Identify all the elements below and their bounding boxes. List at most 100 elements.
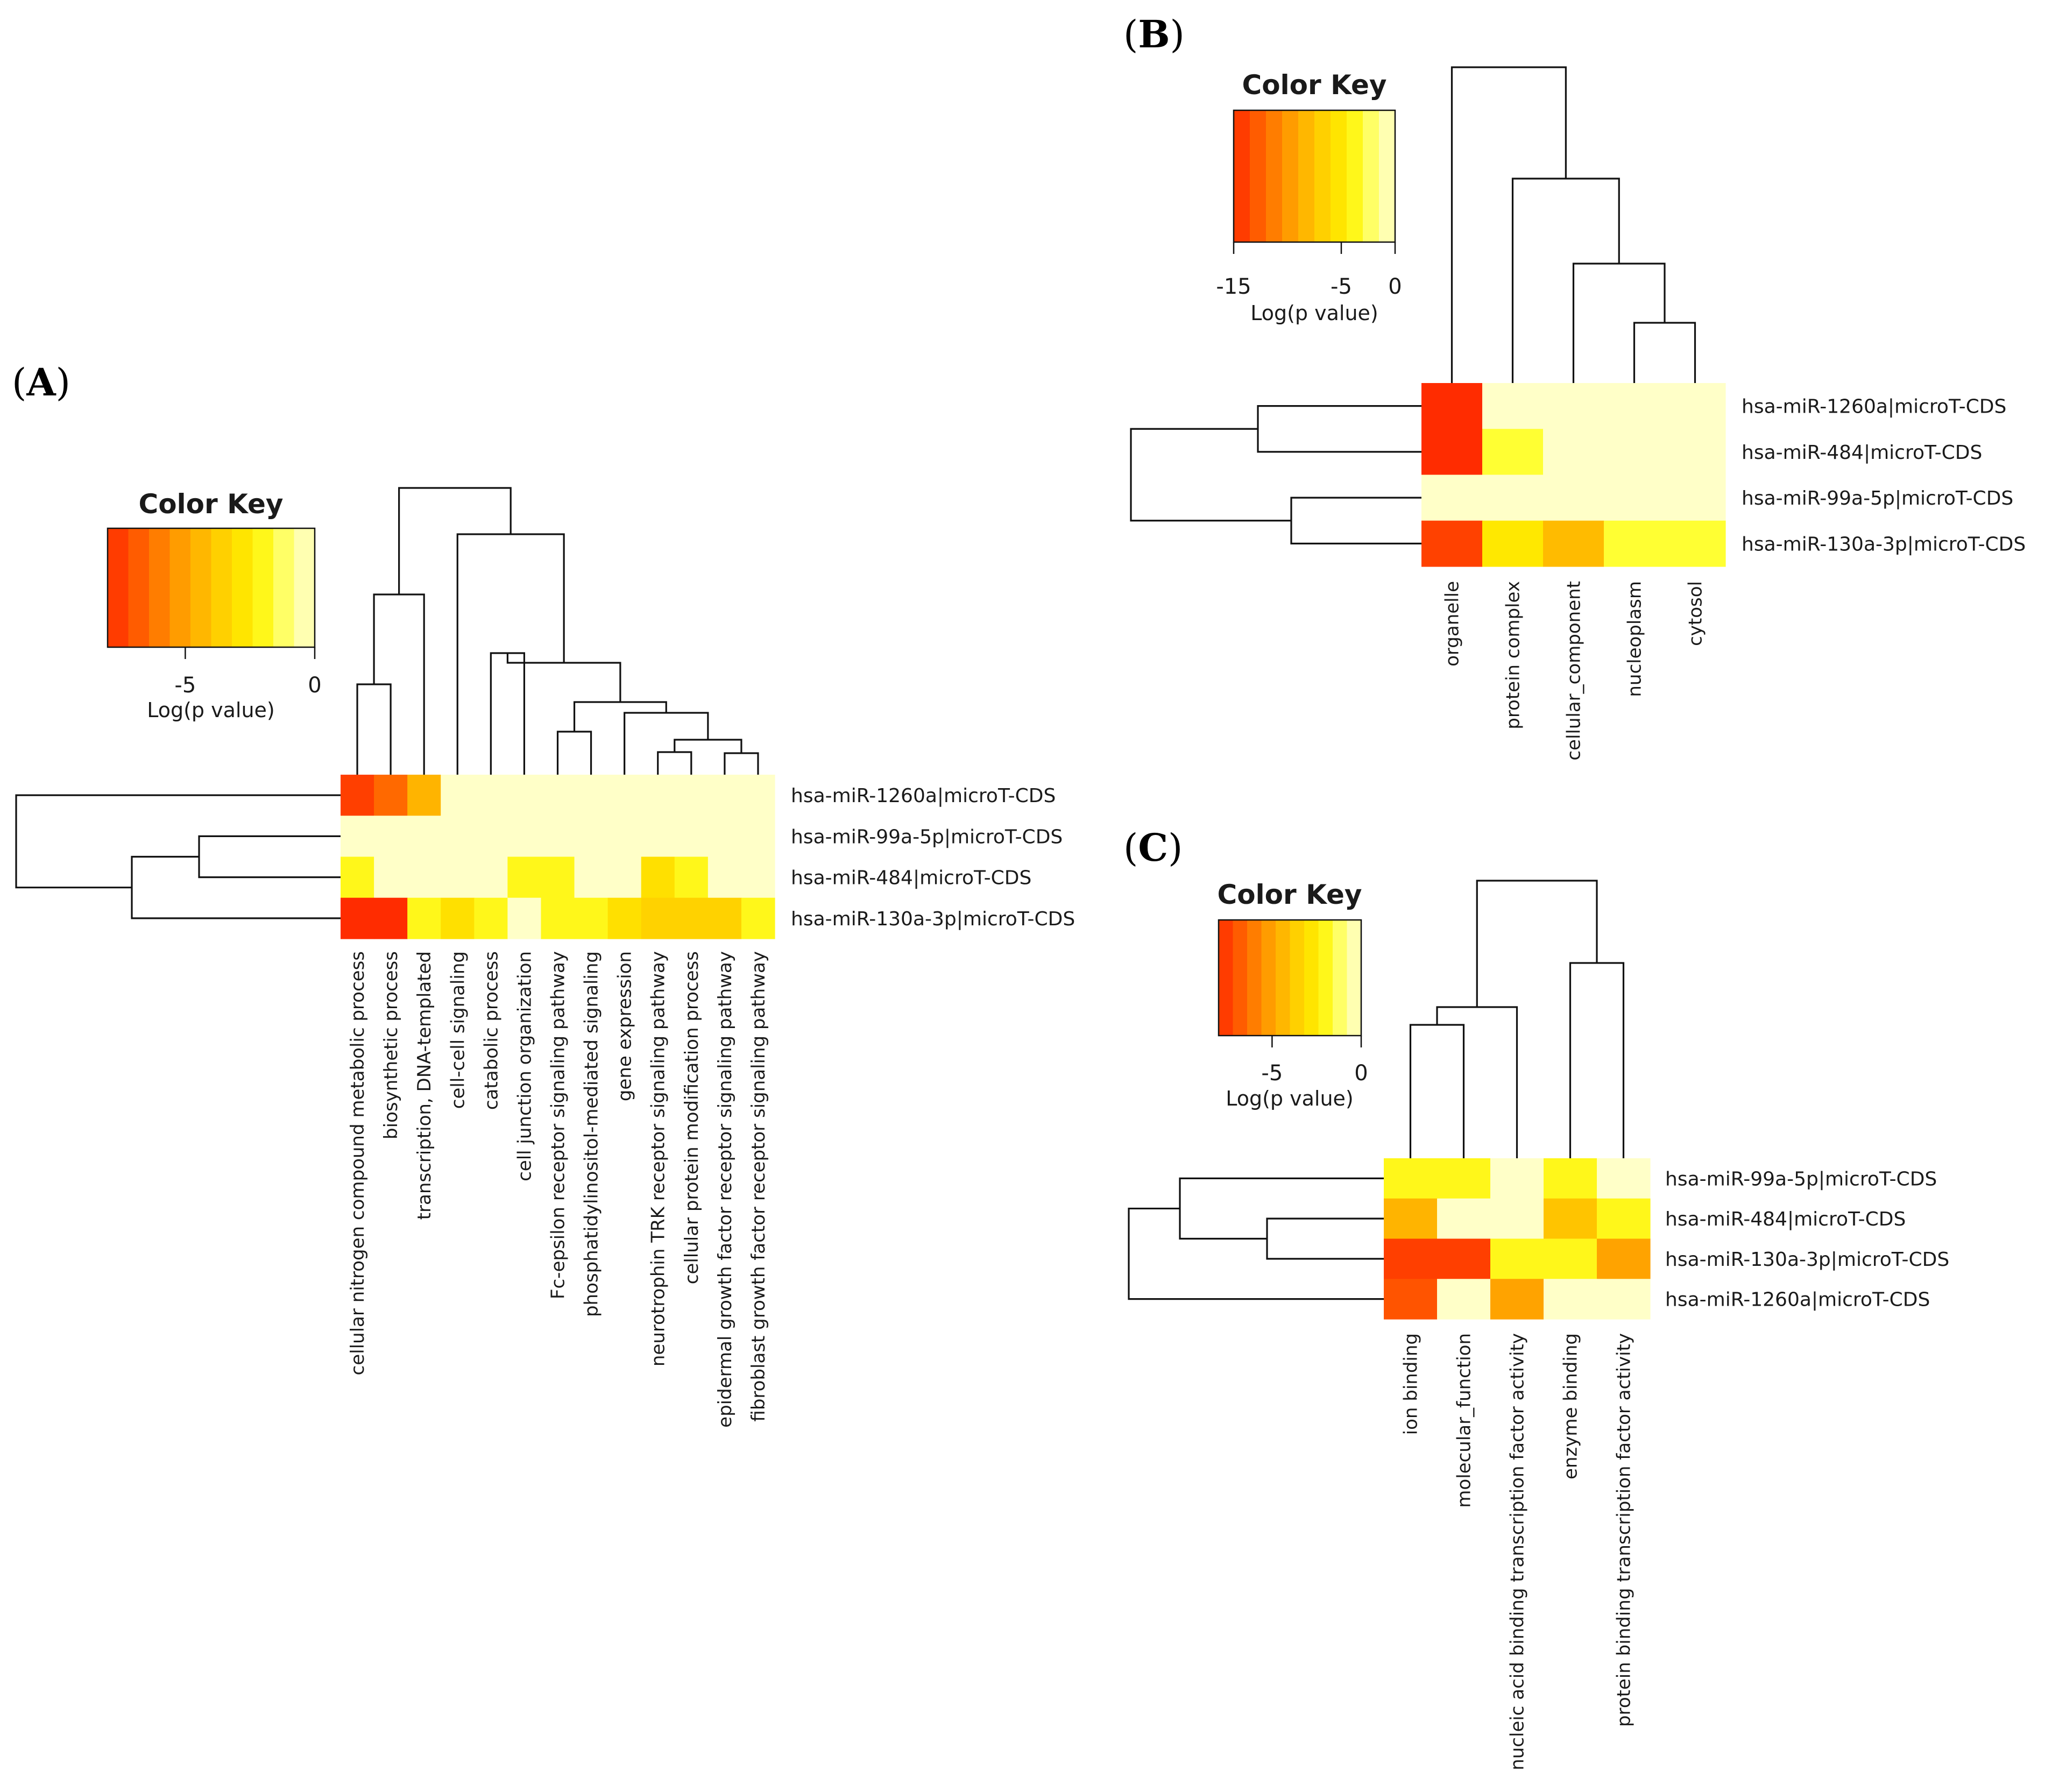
- row-label: hsa-miR-99a-5p|microT-CDS: [1665, 1168, 1937, 1190]
- row-label: hsa-miR-484|microT-CDS: [791, 867, 1031, 889]
- row-dendro: [1179, 1177, 1384, 1240]
- heatmap-cell: [374, 775, 408, 816]
- heatmap-cell: [1543, 520, 1604, 567]
- row-dendro: [1290, 497, 1421, 544]
- column-label: epidermal growth factor receptor signali…: [714, 951, 736, 1428]
- color-key-swatch: [1318, 920, 1333, 1036]
- color-key-swatch: [1266, 110, 1283, 242]
- heatmap-cell: [641, 897, 675, 939]
- column-label: protein binding transcription factor act…: [1614, 1333, 1635, 1727]
- heatmap-cell: [574, 897, 608, 939]
- col-dendro: [1511, 178, 1620, 383]
- heatmap-cell: [1665, 429, 1726, 476]
- heatmap-cell: [574, 775, 608, 816]
- heatmap-cell: [607, 775, 642, 816]
- column-label: cellular_component: [1563, 581, 1585, 761]
- panel-b-label: (B): [1123, 12, 1185, 56]
- heatmap-cell: [441, 816, 475, 858]
- col-dendro: [456, 533, 565, 775]
- heatmap-cell: [607, 897, 642, 939]
- heatmap-cell: [1597, 1198, 1651, 1239]
- color-key-border: [1233, 109, 1396, 243]
- color-key-swatch: [190, 528, 212, 647]
- color-key-swatch: [1331, 110, 1347, 242]
- heatmap-cell: [1665, 383, 1726, 429]
- heatmap-cell: [1665, 474, 1726, 521]
- color-key-swatch: [252, 528, 274, 647]
- heatmap-cell: [1665, 520, 1726, 567]
- heatmap-cell: [1543, 429, 1604, 476]
- heatmap-cell: [1544, 1279, 1597, 1320]
- color-key-tick-label: -15: [1216, 274, 1251, 299]
- col-dendro: [490, 652, 526, 775]
- color-key-tick-label: -5: [1331, 274, 1352, 299]
- column-label: protein complex: [1503, 581, 1524, 729]
- column-label: catabolic process: [480, 951, 502, 1110]
- column-label: transcription, DNA-templated: [414, 951, 435, 1220]
- column-label: cellular nitrogen compound metabolic pro…: [347, 951, 369, 1375]
- row-label: hsa-miR-130a-3p|microT-CDS: [791, 908, 1075, 930]
- heatmap-cell: [1482, 383, 1544, 429]
- color-key-swatch: [1219, 920, 1234, 1036]
- col-dendro: [573, 701, 667, 732]
- row-label: hsa-miR-484|microT-CDS: [1665, 1208, 1906, 1230]
- color-key-title: Color Key: [1218, 879, 1362, 910]
- row-label: hsa-miR-130a-3p|microT-CDS: [1742, 533, 2026, 555]
- color-key-swatch: [149, 528, 171, 647]
- color-key-axis-label: Log(p value): [1250, 301, 1378, 325]
- heatmap-cell: [1543, 474, 1604, 521]
- row-label: hsa-miR-99a-5p|microT-CDS: [1742, 487, 2013, 509]
- color-key-axis-label: Log(p value): [1226, 1087, 1354, 1110]
- heatmap-cell: [607, 816, 642, 858]
- heatmap-cell: [741, 816, 775, 858]
- heatmap-cell: [407, 897, 441, 939]
- col-dendro: [398, 487, 512, 594]
- col-dendro: [1476, 880, 1598, 1007]
- heatmap-cell: [741, 856, 775, 898]
- column-label: gene expression: [614, 951, 636, 1101]
- color-key-swatch: [128, 528, 150, 647]
- color-key-swatch: [1234, 110, 1250, 242]
- column-label: nucleic acid binding transcription facto…: [1507, 1333, 1529, 1770]
- color-key-swatch: [1363, 110, 1379, 242]
- heatmap-cell: [474, 775, 508, 816]
- heatmap-cell: [574, 816, 608, 858]
- heatmap-cell: [641, 775, 675, 816]
- heatmap-cell: [1604, 520, 1665, 567]
- heatmap-cell: [1597, 1158, 1651, 1199]
- heatmap-cell: [1544, 1198, 1597, 1239]
- color-key-tick-label: -5: [1261, 1061, 1283, 1086]
- row-dendro: [1266, 1217, 1384, 1260]
- col-dendro: [1436, 1006, 1518, 1158]
- column-label: phosphatidylinositol-mediated signaling: [581, 951, 603, 1317]
- heatmap-cell: [1490, 1238, 1544, 1279]
- heatmap-cell: [707, 856, 742, 898]
- heatmap: [1384, 1158, 1651, 1320]
- heatmap-cell: [1384, 1158, 1438, 1199]
- color-key-swatch: [211, 528, 232, 647]
- heatmap-cell: [674, 856, 709, 898]
- row-label: hsa-miR-1260a|microT-CDS: [791, 785, 1056, 807]
- heatmap-cell: [407, 816, 441, 858]
- heatmap-cell: [1482, 474, 1544, 521]
- heatmap-cell: [1437, 1198, 1491, 1239]
- col-dendro: [624, 712, 709, 775]
- dendrogram: [1130, 66, 1696, 544]
- heatmap-cell: [541, 775, 575, 816]
- color-key-swatch: [273, 528, 295, 647]
- color-key-swatch: [294, 528, 315, 647]
- heatmap-cell: [341, 816, 374, 858]
- color-key-swatch: [1282, 110, 1299, 242]
- column-label: biosynthetic process: [380, 951, 402, 1139]
- heatmap-cell: [1604, 474, 1665, 521]
- column-label: cytosol: [1685, 581, 1707, 646]
- color-key-swatch: [1314, 110, 1331, 242]
- heatmap-cell: [541, 897, 575, 939]
- heatmap-cell: [641, 816, 675, 858]
- col-dendro: [1451, 66, 1567, 383]
- row-label: hsa-miR-130a-3p|microT-CDS: [1665, 1249, 1949, 1271]
- col-dendro: [556, 731, 592, 775]
- column-label: cellular protein modification process: [681, 951, 703, 1284]
- heatmap-cell: [441, 856, 475, 898]
